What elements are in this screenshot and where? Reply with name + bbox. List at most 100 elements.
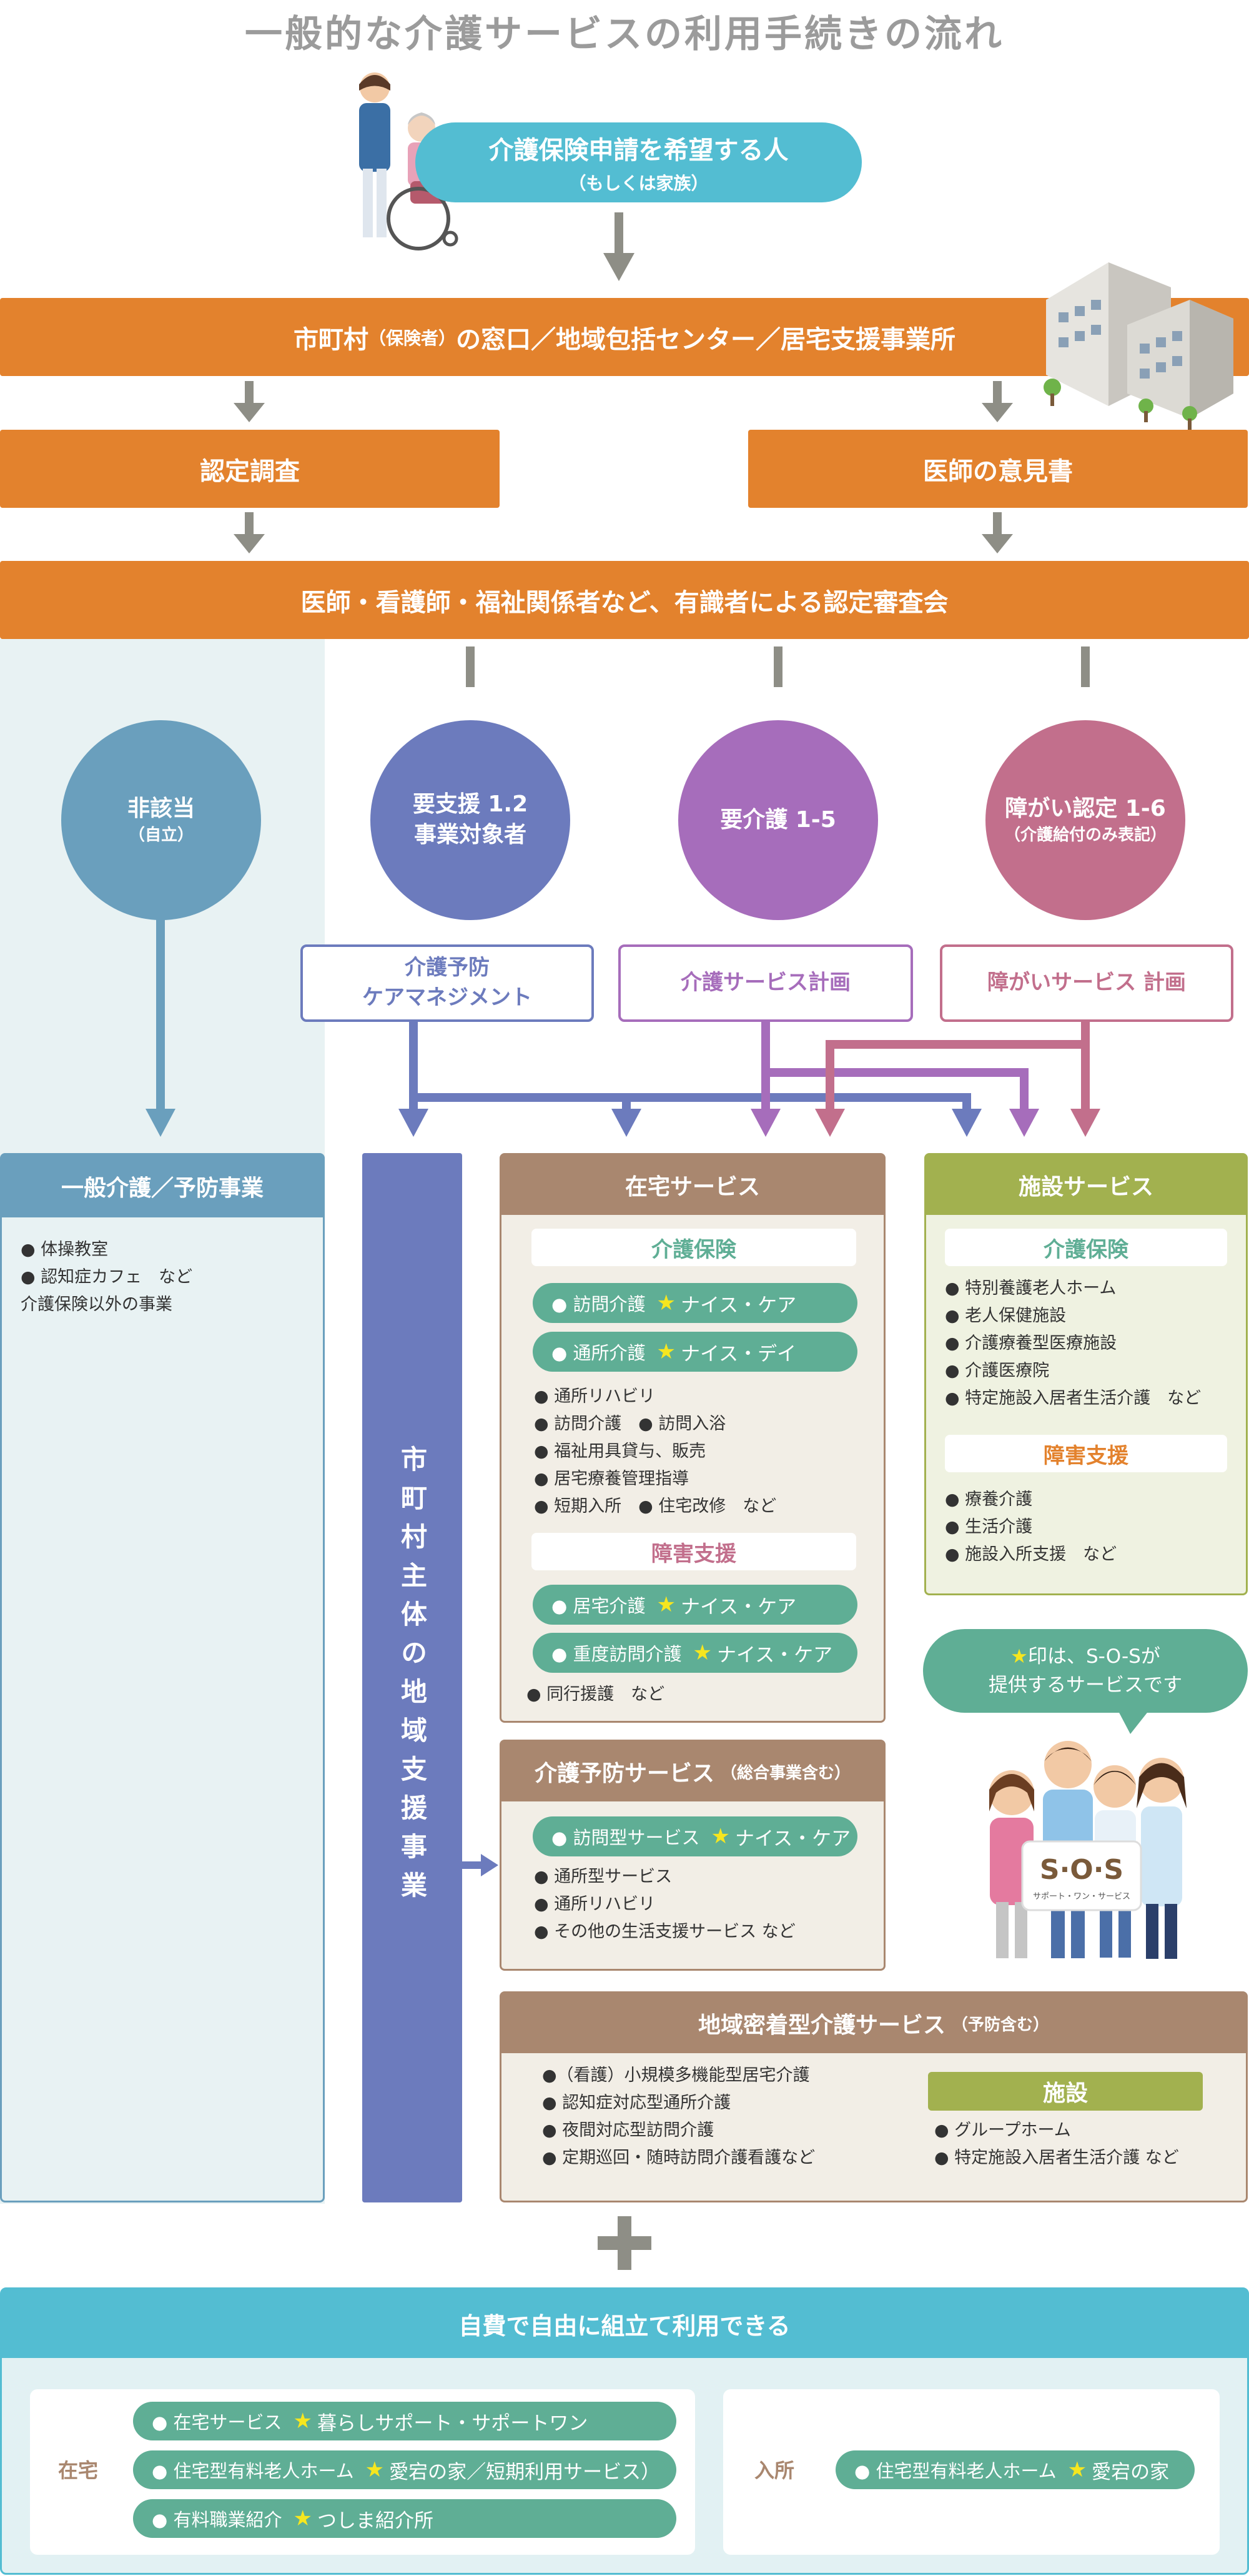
self-pay-admission-label: 入所 [754,2459,795,2482]
municipal-support-label: 市町村主体の地域支援事業 [397,1445,428,1910]
star-icon: ★ [656,1339,676,1364]
municipal-window-main: 市町村 [293,325,368,354]
prevention-plan-line1: 介護予防 [405,955,490,981]
municipal-arrow [462,1854,498,1876]
self-pay-admission-box: 入所 ● 住宅型有料老人ホーム ★ 愛宕の家 [723,2389,1220,2555]
circle-disability-sub: （介護給付のみ表記） [1004,825,1167,845]
home-insurance-title: 介護保険 [531,1229,856,1266]
pill-service: 暮らしサポート・サポートワン [317,2412,588,2435]
prevention-care-management-box: 介護予防 ケアマネジメント [300,944,594,1022]
prevention-visit-pill[interactable]: ● 訪問型サービス ★ ナイス・ケア [533,1816,857,1856]
building-illustration [1044,262,1233,430]
list-item: ● 認知症対応型通所介護 [542,2093,731,2113]
home-severe-visit-care-pill[interactable]: ● 重度訪問介護 ★ ナイス・ケア [533,1633,857,1673]
care-service-plan-box: 介護サービス計画 [618,944,913,1022]
plus-icon [598,2216,651,2270]
community-title-small: （予防含む） [952,2015,1050,2034]
list-item: ● 通所リハビリ [534,1387,656,1406]
pill-service: つしま紹介所 [317,2509,434,2532]
prevention-service-title-text: 介護予防サービス [534,1761,714,1786]
municipal-support-bar: 市町村主体の地域支援事業 [362,1153,462,2202]
list-item: ● 同行援護 など [526,1685,665,1704]
municipal-window-small: （保険者） [368,327,456,349]
speech-tail [1118,1710,1149,1734]
list-item: ● グループホーム [934,2121,1071,2140]
circle-support-sub: 事業対象者 [413,822,526,848]
list-item: ● 療養介護 [945,1490,1033,1509]
star-icon: ★ [656,1290,676,1315]
circle-disability: 障がい認定 1-6 （介護給付のみ表記） [985,720,1185,920]
pill-service: 愛宕の家 [1092,2460,1170,2484]
facility-service-panel: 施設サービス 介護保険 ● 特別養護老人ホーム ● 老人保健施設 ● 介護療養型… [924,1153,1248,1595]
general-care-panel: 一般介護／予防事業 ● 体操教室 ● 認知症カフェ など 介護保険以外の事業 [0,1153,325,2202]
home-disability-title: 障害支援 [531,1533,856,1570]
self-pay-title: 自費で自由に組立て利用できる [2,2289,1247,2358]
self-pay-panel: 自費で自由に組立て利用できる 在宅 ● 在宅サービス ★ 暮らしサポート・サポー… [0,2287,1249,2575]
pill-service: ナイス・ケア [681,1595,797,1618]
pill-label: ● 訪問型サービス [551,1827,700,1848]
list-item: ● 介護医療院 [945,1361,1050,1380]
speech-bubble: ★印は、S-O-Sが 提供するサービスです [923,1629,1248,1713]
list-item: ● 短期入所 ● 住宅改修 など [534,1497,777,1516]
speech-line1: 印は、S-O-Sが [1027,1645,1160,1668]
circle-disability-label: 障がい認定 1-6 [1005,796,1166,822]
pill-label: ● 在宅サービス [152,2412,282,2433]
list-item: ● 特定施設入居者生活介護 など [934,2148,1179,2167]
circle-care-required: 要介護 1-5 [678,720,878,920]
community-service-title: 地域密着型介護サービス （予防含む） [501,1993,1246,2053]
facility-insurance-title: 介護保険 [945,1229,1227,1266]
applicant-sublabel: （もしくは家族） [568,173,709,194]
list-item: ● 介護療養型医療施設 [945,1334,1117,1353]
list-item: ● 通所型サービス [534,1867,673,1886]
self-pay-home-service-pill[interactable]: ● 在宅サービス ★ 暮らしサポート・サポートワン [133,2402,676,2440]
pill-label: ● 訪問介護 [551,1294,646,1315]
home-service-list: ● 通所リハビリ ● 訪問介護 ● 訪問入浴 ● 福祉用具貸与、販売 ● 居宅療… [534,1383,776,1520]
home-disability-list: ● 同行援護 など [526,1681,664,1708]
pill-service: ナイス・ケア [681,1294,797,1317]
self-pay-placement-pill[interactable]: ● 有料職業紹介 ★ つしま紹介所 [133,2499,676,2538]
general-care-title: 一般介護／予防事業 [2,1155,323,1217]
disability-service-plan-box: 障がいサービス 計画 [940,944,1233,1022]
list-item: ● 夜間対応型訪問介護 [542,2121,714,2140]
sos-logo: S·O·S [1040,1854,1123,1886]
self-pay-home-label: 在宅 [58,2459,99,2482]
home-residential-care-pill[interactable]: ● 居宅介護 ★ ナイス・ケア [533,1585,857,1625]
certification-survey-box: 認定調査 [0,430,500,508]
pill-label: ● 有料職業紹介 [152,2509,282,2530]
star-icon: ★ [693,1640,713,1665]
list-item: 介護保険以外の事業 [21,1295,172,1314]
staff-group-illustration: S·O·S サポート・ワン・サービス [989,1741,1187,1959]
star-icon: ★ [1067,2457,1087,2482]
list-item: ● 生活介護 [945,1517,1033,1537]
self-pay-housing-pill[interactable]: ● 住宅型有料老人ホーム ★ 愛宕の家／短期利用サービス） [133,2450,676,2489]
page-title: 一般的な介護サービスの利用手続きの流れ [245,12,1004,56]
pill-label: ● 住宅型有料老人ホーム [152,2460,354,2482]
prevention-plan-line2: ケアマネジメント [362,985,532,1010]
list-item: ●（看護）小規模多機能型居宅介護 [542,2066,810,2085]
list-item: ● 特別養護老人ホーム [945,1279,1117,1298]
pill-label: ● 通所介護 [551,1342,646,1364]
list-item: ● 体操教室 [21,1240,109,1259]
self-pay-home-box: 在宅 ● 在宅サービス ★ 暮らしサポート・サポートワン ● 住宅型有料老人ホー… [30,2389,695,2555]
star-icon: ★ [293,2506,313,2531]
star-icon: ★ [293,2409,313,2434]
applicant-label: 介護保険申請を希望する人 [488,136,789,165]
speech-line2: 提供するサービスです [989,1674,1182,1697]
circle-not-applicable-sub: （自立） [128,825,194,845]
list-item: ● 居宅療養管理指導 [534,1469,689,1489]
certification-committee-bar: 医師・看護師・福祉関係者など、有識者による認定審査会 [0,561,1249,639]
circle-support-required: 要支援 1.2 事業対象者 [370,720,570,920]
community-service-list: ●（看護）小規模多機能型居宅介護 ● 認知症対応型通所介護 ● 夜間対応型訪問介… [542,2062,815,2172]
facility-service-list: ● 特別養護老人ホーム ● 老人保健施設 ● 介護療養型医療施設 ● 介護医療院… [945,1275,1201,1412]
list-item: ● 訪問介護 ● 訪問入浴 [534,1414,726,1434]
prevention-service-panel: 介護予防サービス （総合事業含む） ● 訪問型サービス ★ ナイス・ケア ● 通… [500,1740,886,1971]
circle-support-label: 要支援 1.2 [412,791,528,818]
self-pay-admission-pill[interactable]: ● 住宅型有料老人ホーム ★ 愛宕の家 [836,2450,1195,2489]
list-item: ● 特定施設入居者生活介護 など [945,1389,1202,1408]
home-day-care-pill[interactable]: ● 通所介護 ★ ナイス・デイ [533,1332,857,1372]
municipal-window-bar: 市町村 （保険者） の窓口／地域包括センター／居宅支援事業所 [0,298,1249,376]
star-icon: ★ [711,1824,731,1849]
flow-arrows [157,212,1090,687]
home-visit-care-pill[interactable]: ● 訪問介護 ★ ナイス・ケア [533,1283,857,1323]
circle-care-label: 要介護 1-5 [720,806,836,833]
